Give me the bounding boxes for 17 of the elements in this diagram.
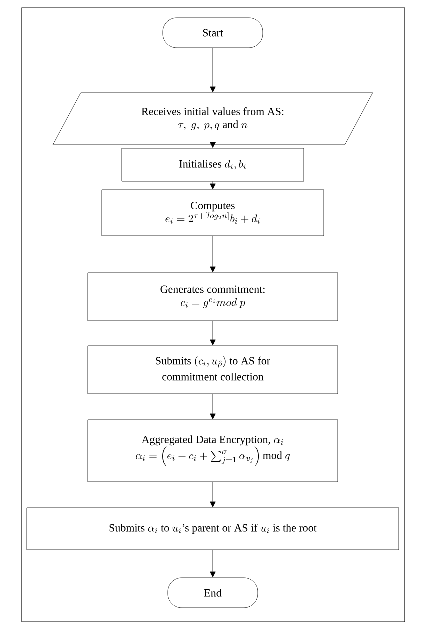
arrow	[210, 482, 216, 508]
start-terminal: Start	[162, 18, 264, 48]
process-box: Generates commitment: $c_i = g^{e_i} mod\ p$	[88, 272, 338, 322]
end-terminal: End	[168, 578, 258, 608]
process-box: Computes $e_i = 2^{\tau+[log_2 n]} b_i + d_i$	[102, 190, 324, 236]
arrow	[210, 236, 216, 273]
process-box: $\text{Submits } \alpha_i \text{ to } u_i\text{'s parent or AS if } u_i \text{ is the root}$	[26, 508, 400, 550]
process-box: $\text{Aggregated Data Encryption, } \alpha_i$ $\alpha_i = \left(e_i + c_i + \textstyle\sum_{j=1}^{\sigma} \alpha_{v_j}\right) \text{mod } q$	[88, 420, 338, 482]
input-parallelogram: Receives initial values from AS: $\tau,\ g,\ p, q \text{ and } n$	[52, 92, 374, 146]
arrow	[210, 142, 216, 148]
process-box: $\text{Initialises } d_i, b_i$	[122, 148, 304, 182]
process-box: $\begin{gathered}\text{Submits } (c_i,u_{\hat{\rho}}) \text{ to AS for}\\ \text{commitment collection}\end{gathered}$	[88, 346, 338, 394]
arrow	[210, 48, 216, 93]
arrow	[210, 321, 216, 346]
arrow	[210, 550, 216, 578]
arrow	[210, 394, 216, 420]
arrow	[210, 182, 216, 190]
